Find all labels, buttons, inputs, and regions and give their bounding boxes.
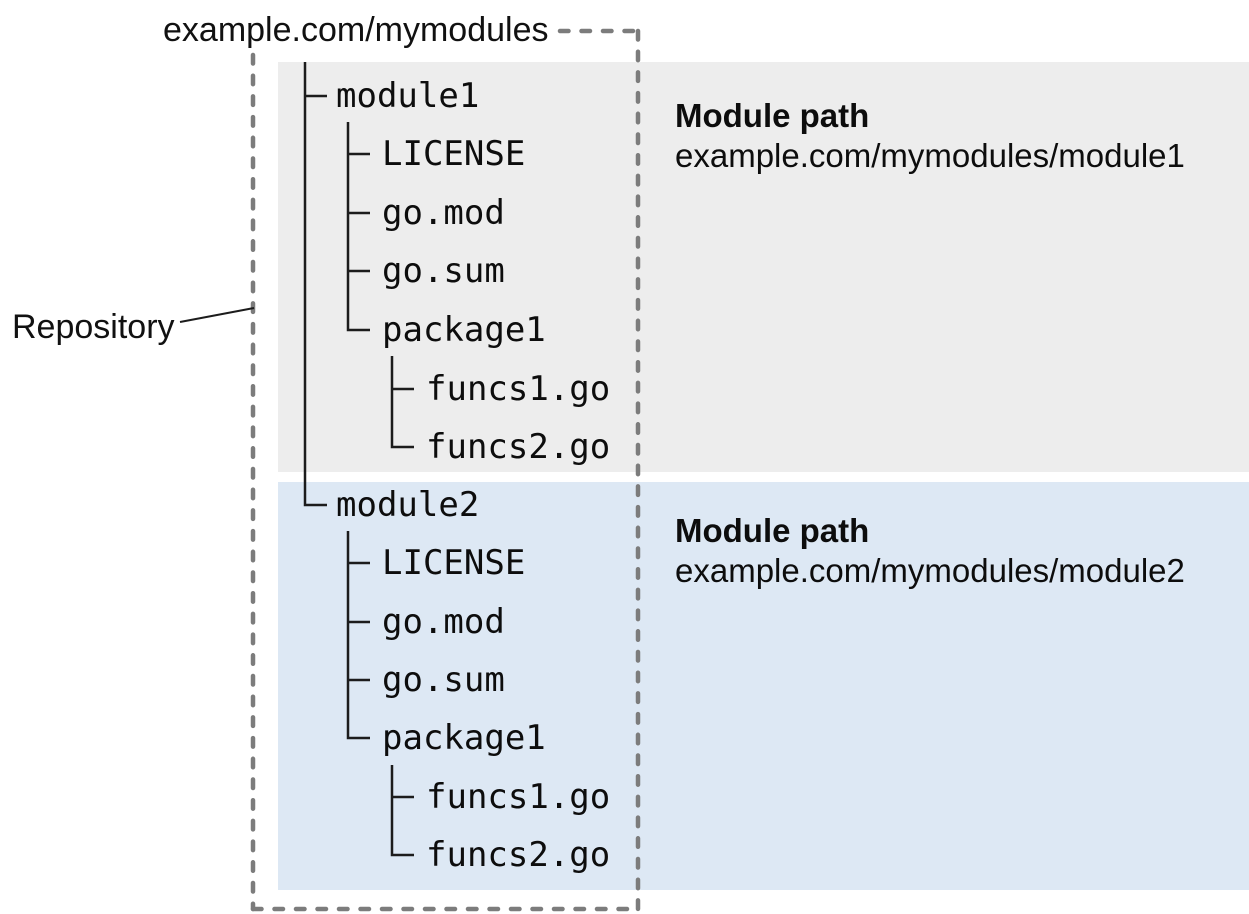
module2-branch-lines [346,531,414,857]
tree-item-module1: module1 [336,76,480,116]
tree-item-module2-package1: package1 [382,718,546,758]
module2-path-heading: Module path [675,512,870,549]
module2-path-info: Module path example.com/mymodules/module… [675,511,1185,591]
module1-path-value: example.com/mymodules/module1 [675,137,1185,174]
repository-pointer-line [179,307,255,323]
tree-item-module2-license: LICENSE [382,543,526,583]
tree-item-module2-gosum: go.sum [382,660,505,700]
module1-path-info: Module path example.com/mymodules/module… [675,96,1185,176]
tree-item-module1-license: LICENSE [382,134,526,174]
tree-item-module1-funcs1: funcs1.go [426,369,611,409]
tree-item-module1-package1: package1 [382,310,546,350]
repo-url-label: example.com/mymodules [163,11,549,49]
module2-panel [278,482,1249,890]
module1-branch-lines [346,122,414,449]
repository-caption: Repository [12,308,175,346]
tree-item-module1-funcs2: funcs2.go [426,427,611,467]
module2-path-value: example.com/mymodules/module2 [675,552,1185,589]
tree-item-module2-gomod: go.mod [382,602,505,642]
tree-item-module1-gosum: go.sum [382,251,505,291]
tree-item-module1-gomod: go.mod [382,193,505,233]
tree-item-module2-funcs1: funcs1.go [426,777,611,817]
module1-path-heading: Module path [675,97,870,134]
tree-item-module2: module2 [336,485,480,525]
tree-item-module2-funcs2: funcs2.go [426,835,611,875]
module1-panel [278,62,1249,472]
tree-trunk-line [303,62,327,507]
